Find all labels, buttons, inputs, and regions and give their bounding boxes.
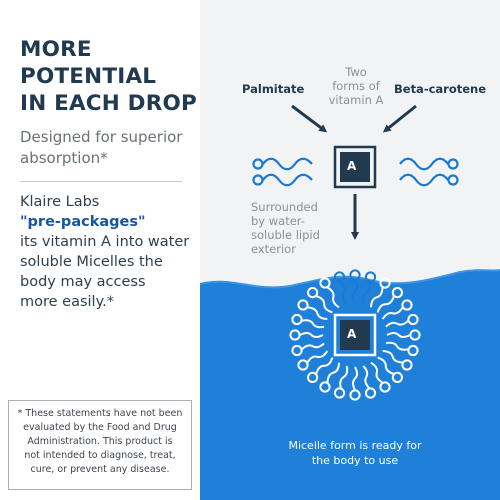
lipid-head bbox=[407, 313, 419, 326]
lipid-tail bbox=[361, 281, 371, 305]
lipid-tail bbox=[326, 286, 340, 309]
lipid-tail bbox=[385, 341, 409, 351]
lipid-tail bbox=[301, 342, 325, 350]
core-letter-micelle: A bbox=[347, 327, 357, 341]
surrounded-line-1: Surrounded bbox=[251, 200, 318, 214]
lipid-head bbox=[319, 381, 331, 393]
lipid-head bbox=[401, 299, 413, 311]
lipid-chain-left bbox=[252, 157, 313, 187]
lipid-head bbox=[333, 387, 346, 399]
surrounded-line-2: by water- bbox=[251, 214, 305, 228]
micelle-line-1: Micelle form is ready for bbox=[288, 439, 422, 452]
body-line-3: its vitamin A into water bbox=[20, 234, 190, 250]
disclaimer-line-2: evaluated by the Food and Drug bbox=[23, 422, 177, 433]
lipid-head bbox=[379, 381, 391, 393]
lipid-head bbox=[364, 271, 377, 283]
headline: MORE POTENTIAL IN EACH DROP bbox=[20, 36, 198, 117]
label-palmitate: Palmitate bbox=[242, 82, 305, 96]
lipid-head bbox=[407, 344, 419, 357]
water-wave-line bbox=[200, 269, 500, 289]
lipid-tail bbox=[306, 350, 329, 364]
lipid-tail bbox=[339, 365, 349, 389]
left-panel: MORE POTENTIAL IN EACH DROP Designed for… bbox=[0, 0, 200, 500]
body-line-1: Klaire Labs bbox=[20, 194, 100, 210]
two-forms-line-1: Two bbox=[345, 65, 367, 79]
disclaimer-line-5: cure, or prevent any disease. bbox=[30, 464, 170, 475]
lipid-tail bbox=[299, 332, 324, 338]
subtitle: Designed for superior absorption* bbox=[20, 128, 183, 167]
lipid-head bbox=[364, 387, 377, 399]
lipid-head bbox=[391, 287, 403, 299]
lipid-head bbox=[409, 329, 421, 341]
divider bbox=[20, 181, 182, 182]
lipid-tail bbox=[377, 356, 395, 375]
core-letter-top: A bbox=[347, 159, 357, 173]
body-line-4: soluble Micelles the bbox=[20, 254, 163, 270]
core-a-top bbox=[333, 145, 377, 189]
core-a-micelle bbox=[333, 313, 377, 357]
lipid-head bbox=[289, 329, 301, 341]
arrow-palmitate bbox=[291, 104, 328, 133]
lipid-head bbox=[391, 371, 403, 383]
headline-line-1: MORE bbox=[20, 37, 92, 62]
lipid-head bbox=[349, 389, 361, 401]
lipid-tail bbox=[385, 320, 409, 328]
label-two-forms: Two forms of vitamin A bbox=[313, 65, 399, 107]
label-beta-carotene: Beta-carotene bbox=[394, 82, 487, 96]
body-line-5: body may access bbox=[20, 274, 146, 290]
water-background bbox=[200, 270, 500, 500]
lipid-head bbox=[307, 371, 319, 383]
lipid-head bbox=[307, 287, 319, 299]
lipid-tail bbox=[352, 366, 358, 391]
arrow-beta-carotene bbox=[382, 104, 417, 133]
lipid-head bbox=[297, 299, 309, 311]
disclaimer-line-4: not intended to diagnose, treat, bbox=[24, 450, 176, 461]
lipid-tail bbox=[315, 295, 333, 314]
lipid-head bbox=[349, 269, 361, 281]
lipid-tail bbox=[352, 279, 358, 304]
diagram-panel: Palmitate Beta-carotene Two forms of vit… bbox=[200, 0, 500, 500]
lipid-tail bbox=[386, 332, 411, 338]
two-forms-line-3: vitamin A bbox=[328, 93, 384, 107]
lipid-tail bbox=[382, 350, 403, 364]
lipid-tail bbox=[362, 365, 370, 389]
surrounded-line-4: exterior bbox=[251, 242, 296, 256]
label-surrounded: Surrounded by water- soluble lipid exter… bbox=[251, 200, 320, 256]
disclaimer-line-1: * These statements have not been bbox=[17, 408, 183, 419]
lipid-tail bbox=[381, 306, 404, 320]
lipid-head bbox=[401, 359, 413, 371]
lipid-head bbox=[291, 313, 303, 326]
two-forms-line-2: forms of bbox=[332, 79, 380, 93]
body-copy: Klaire Labs "pre-packages" its vitamin A… bbox=[20, 192, 198, 312]
lipid-tail bbox=[370, 361, 384, 384]
label-micelle-ready: Micelle form is ready for the body to us… bbox=[260, 438, 450, 468]
fda-disclaimer: * These statements have not been evaluat… bbox=[8, 400, 192, 490]
lipid-head bbox=[379, 277, 391, 289]
lipid-tail bbox=[301, 319, 325, 329]
lipid-tail bbox=[326, 362, 340, 383]
lipid-head bbox=[333, 271, 346, 283]
lipid-chain-right bbox=[399, 157, 459, 187]
micelle bbox=[289, 269, 421, 401]
micelle-diagram bbox=[200, 104, 500, 500]
disclaimer-line-3: Administration. This product is bbox=[27, 436, 173, 447]
headline-line-2: POTENTIAL bbox=[20, 64, 157, 89]
surrounded-line-3: soluble lipid bbox=[251, 228, 320, 242]
lipid-tail bbox=[376, 295, 395, 313]
lipid-tail bbox=[340, 281, 348, 305]
lipid-tail bbox=[315, 357, 334, 375]
lipid-tail bbox=[307, 306, 328, 320]
headline-line-3: IN EACH DROP bbox=[20, 91, 197, 116]
body-emphasis: "pre-packages" bbox=[20, 214, 146, 230]
lipid-head bbox=[297, 359, 309, 371]
body-line-6: more easily.* bbox=[20, 294, 114, 310]
lipid-head bbox=[319, 277, 331, 289]
micelle-line-2: the body to use bbox=[311, 454, 399, 467]
lipid-tail bbox=[370, 287, 384, 308]
lipid-head bbox=[291, 344, 303, 357]
